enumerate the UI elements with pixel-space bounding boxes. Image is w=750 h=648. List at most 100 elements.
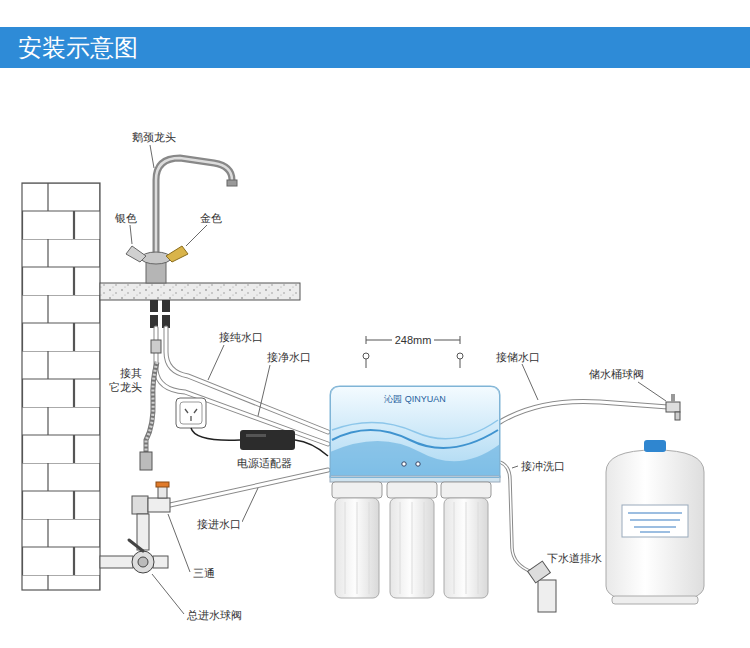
under-counter-fittings-part xyxy=(150,312,158,315)
purifier-unit-part xyxy=(330,441,500,478)
leader-lines-part xyxy=(168,514,190,572)
leader-lines-part xyxy=(130,225,132,244)
dimension-marks-part xyxy=(460,359,461,368)
other-faucet-hose-part xyxy=(146,362,157,452)
purifier-unit xyxy=(330,386,500,482)
purifier-unit-part xyxy=(330,386,500,478)
leader-lines-part xyxy=(638,382,666,401)
tank-ball-valve-part xyxy=(666,402,680,412)
brick-wall-part xyxy=(22,183,100,590)
tee-fitting-part xyxy=(156,482,169,487)
dimension-label: 248mm xyxy=(394,333,433,347)
tee-fitting xyxy=(132,482,170,550)
drain-pipe-part xyxy=(538,580,556,612)
filter-cartridges-part xyxy=(400,502,424,594)
gooseneck-faucet xyxy=(126,158,237,283)
power-adapter-part xyxy=(295,440,328,456)
power-outlet-part xyxy=(180,402,202,424)
power-adapter xyxy=(191,428,328,456)
filter-cartridges-part xyxy=(390,498,434,598)
under-counter-fittings xyxy=(150,300,170,328)
filter-cartridges-part xyxy=(332,482,382,498)
leader-lines-part xyxy=(512,466,518,468)
part-label: 三通 xyxy=(192,566,216,580)
filter-cartridges-part xyxy=(444,498,488,598)
under-counter-fittings-part xyxy=(162,300,170,328)
water-tubes-part xyxy=(500,462,532,572)
storage-tank-part xyxy=(628,513,682,532)
other-faucet-hose-part xyxy=(146,362,157,452)
leader-lines-part xyxy=(242,488,258,522)
water-tubes-part xyxy=(500,401,668,422)
purifier-unit-part xyxy=(330,476,500,482)
tee-fitting-part xyxy=(137,514,149,550)
tank-ball-valve-part xyxy=(675,412,680,420)
under-counter-fittings-part xyxy=(162,312,170,315)
dimension-marks-part xyxy=(457,353,463,359)
part-label: 储水桶球阀 xyxy=(588,367,645,381)
gooseneck-faucet-part xyxy=(146,262,166,283)
brand-logo: 沁园 QINYUAN xyxy=(384,394,446,405)
power-outlet-part xyxy=(176,398,206,428)
dimension-marks-part xyxy=(363,353,369,359)
leader-lines-part xyxy=(186,225,207,246)
filter-cartridges-part xyxy=(345,502,369,594)
page-title: 安装示意图 xyxy=(18,27,138,68)
water-tubes-part xyxy=(156,328,328,444)
title-banner-part xyxy=(0,27,750,68)
filter-cartridges-part xyxy=(441,482,491,498)
tee-fitting-part xyxy=(132,496,148,514)
other-faucet-hose-part xyxy=(140,452,152,470)
port-label: 接进水口 xyxy=(196,517,242,531)
filter-cartridges-part xyxy=(335,498,379,598)
storage-tank-part xyxy=(644,440,666,452)
leader-lines-part xyxy=(150,145,154,168)
filter-cartridges-part xyxy=(454,502,478,594)
leader-lines-part xyxy=(522,364,538,400)
storage-tank-part xyxy=(606,450,704,602)
main-ball-valve xyxy=(100,540,168,573)
port-label: 接纯水口 xyxy=(218,330,264,344)
water-tubes-part xyxy=(500,401,668,422)
storage-tank xyxy=(606,440,704,604)
filter-cartridges-part xyxy=(387,482,437,498)
power-outlet-part xyxy=(185,409,197,421)
gooseneck-faucet-part xyxy=(156,158,232,262)
water-tubes-part xyxy=(170,470,328,505)
main-ball-valve-part xyxy=(132,551,154,573)
purifier-housing: 沁园 QINYUAN xyxy=(330,386,500,478)
port-label: 接冲洗口 xyxy=(520,459,566,473)
storage-tank-part xyxy=(612,596,698,604)
main-ball-valve-part xyxy=(100,556,133,568)
power-adapter-part xyxy=(246,434,266,437)
tank-ball-valve xyxy=(666,394,680,420)
main-ball-valve-part xyxy=(153,556,168,568)
tee-fitting-part xyxy=(158,486,167,498)
power-outlet xyxy=(176,398,206,428)
countertop xyxy=(100,283,300,300)
part-label: 鹅颈龙头 xyxy=(131,130,177,144)
port-label: 接净水口 xyxy=(266,350,312,364)
leader-lines xyxy=(130,145,666,614)
drain-pipe xyxy=(528,561,556,612)
brick-wall xyxy=(22,183,100,590)
leader-lines-part xyxy=(208,345,224,380)
part-label: 金色 xyxy=(199,211,223,225)
gooseneck-faucet-part xyxy=(126,246,146,262)
water-tubes-part xyxy=(500,462,532,572)
gooseneck-faucet-part xyxy=(166,246,188,262)
title-banner xyxy=(0,27,750,68)
port-label: 下水道排水 xyxy=(546,551,603,565)
leader-lines-part xyxy=(258,365,270,416)
port-label: 接其它龙头 xyxy=(108,366,145,394)
purifier-unit-part xyxy=(332,420,498,439)
water-tubes-part xyxy=(156,328,328,444)
part-label: 银色 xyxy=(114,211,138,225)
filter-cartridges xyxy=(332,482,491,598)
power-adapter-part xyxy=(191,428,240,440)
storage-tank-part xyxy=(622,505,688,537)
tank-ball-valve-part xyxy=(671,394,675,402)
gooseneck-faucet-part xyxy=(227,180,237,186)
countertop-part xyxy=(100,283,300,300)
